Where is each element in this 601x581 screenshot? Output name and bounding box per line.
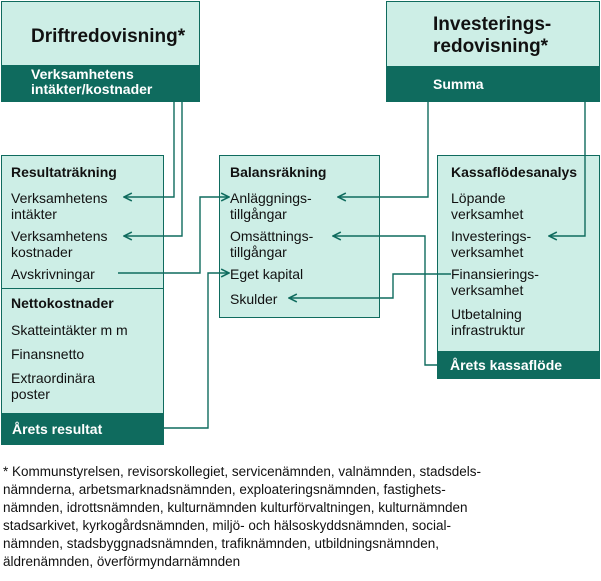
driftredovisning-box <box>1 1 200 66</box>
driftredovisning-title: Driftredovisning* <box>31 26 186 47</box>
investeringsredovisning-title: Investerings- redovisning* <box>433 14 552 57</box>
kassa-item-infrastruktur: Utbetalning infrastruktur <box>451 306 525 338</box>
resultat-item-intakter: Verksamhetens intäkter <box>11 190 108 222</box>
kassa-item-investering: Investerings- verksamhet <box>451 228 532 260</box>
investeringsredovisning-box <box>386 1 600 67</box>
resultat-item-avskrivningar: Avskrivningar <box>11 266 95 282</box>
footnote: * Kommunstyrelsen, revisorskollegiet, se… <box>3 464 481 569</box>
kassaflodesanalys-head: Kassaflödesanalys <box>451 164 578 180</box>
balans-item-omsattning: Omsättnings- tillgångar <box>230 228 314 260</box>
netto-item-finansnetto: Finansnetto <box>11 346 85 362</box>
balansrakning-head: Balansräkning <box>230 164 327 180</box>
nettokostnader-head: Nettokostnader <box>11 295 114 311</box>
balans-item-anlaggning: Anläggnings- tillgångar <box>230 190 312 222</box>
balans-item-skulder: Skulder <box>230 291 278 307</box>
resultat-divider <box>1 288 164 289</box>
arets-resultat-bar: Årets resultat <box>1 413 164 445</box>
balans-item-eget-kapital: Eget kapital <box>230 266 304 282</box>
arets-kassaflode-bar: Årets kassaflöde <box>437 352 600 379</box>
investeringsredovisning-bar: Summa <box>386 67 600 102</box>
kassa-item-lopande: Löpande verksamhet <box>451 190 524 222</box>
kassa-item-finansiering: Finansierings- verksamhet <box>451 266 539 298</box>
driftredovisning-bar-label: Verksamhetens intäkter/kostnader <box>31 66 153 97</box>
driftredovisning-bar: Verksamhetens intäkter/kostnader <box>1 66 200 102</box>
netto-item-extraordinara: Extraordinära poster <box>11 370 96 402</box>
resultat-item-kostnader: Verksamhetens kostnader <box>11 228 108 260</box>
netto-item-skatteintakter: Skatteintäkter m m <box>11 322 128 338</box>
arets-kassaflode-label: Årets kassaflöde <box>450 357 563 373</box>
investeringsredovisning-bar-label: Summa <box>433 76 484 92</box>
resultatrakning-head: Resultaträkning <box>11 164 117 180</box>
arets-resultat-label: Årets resultat <box>12 421 103 437</box>
